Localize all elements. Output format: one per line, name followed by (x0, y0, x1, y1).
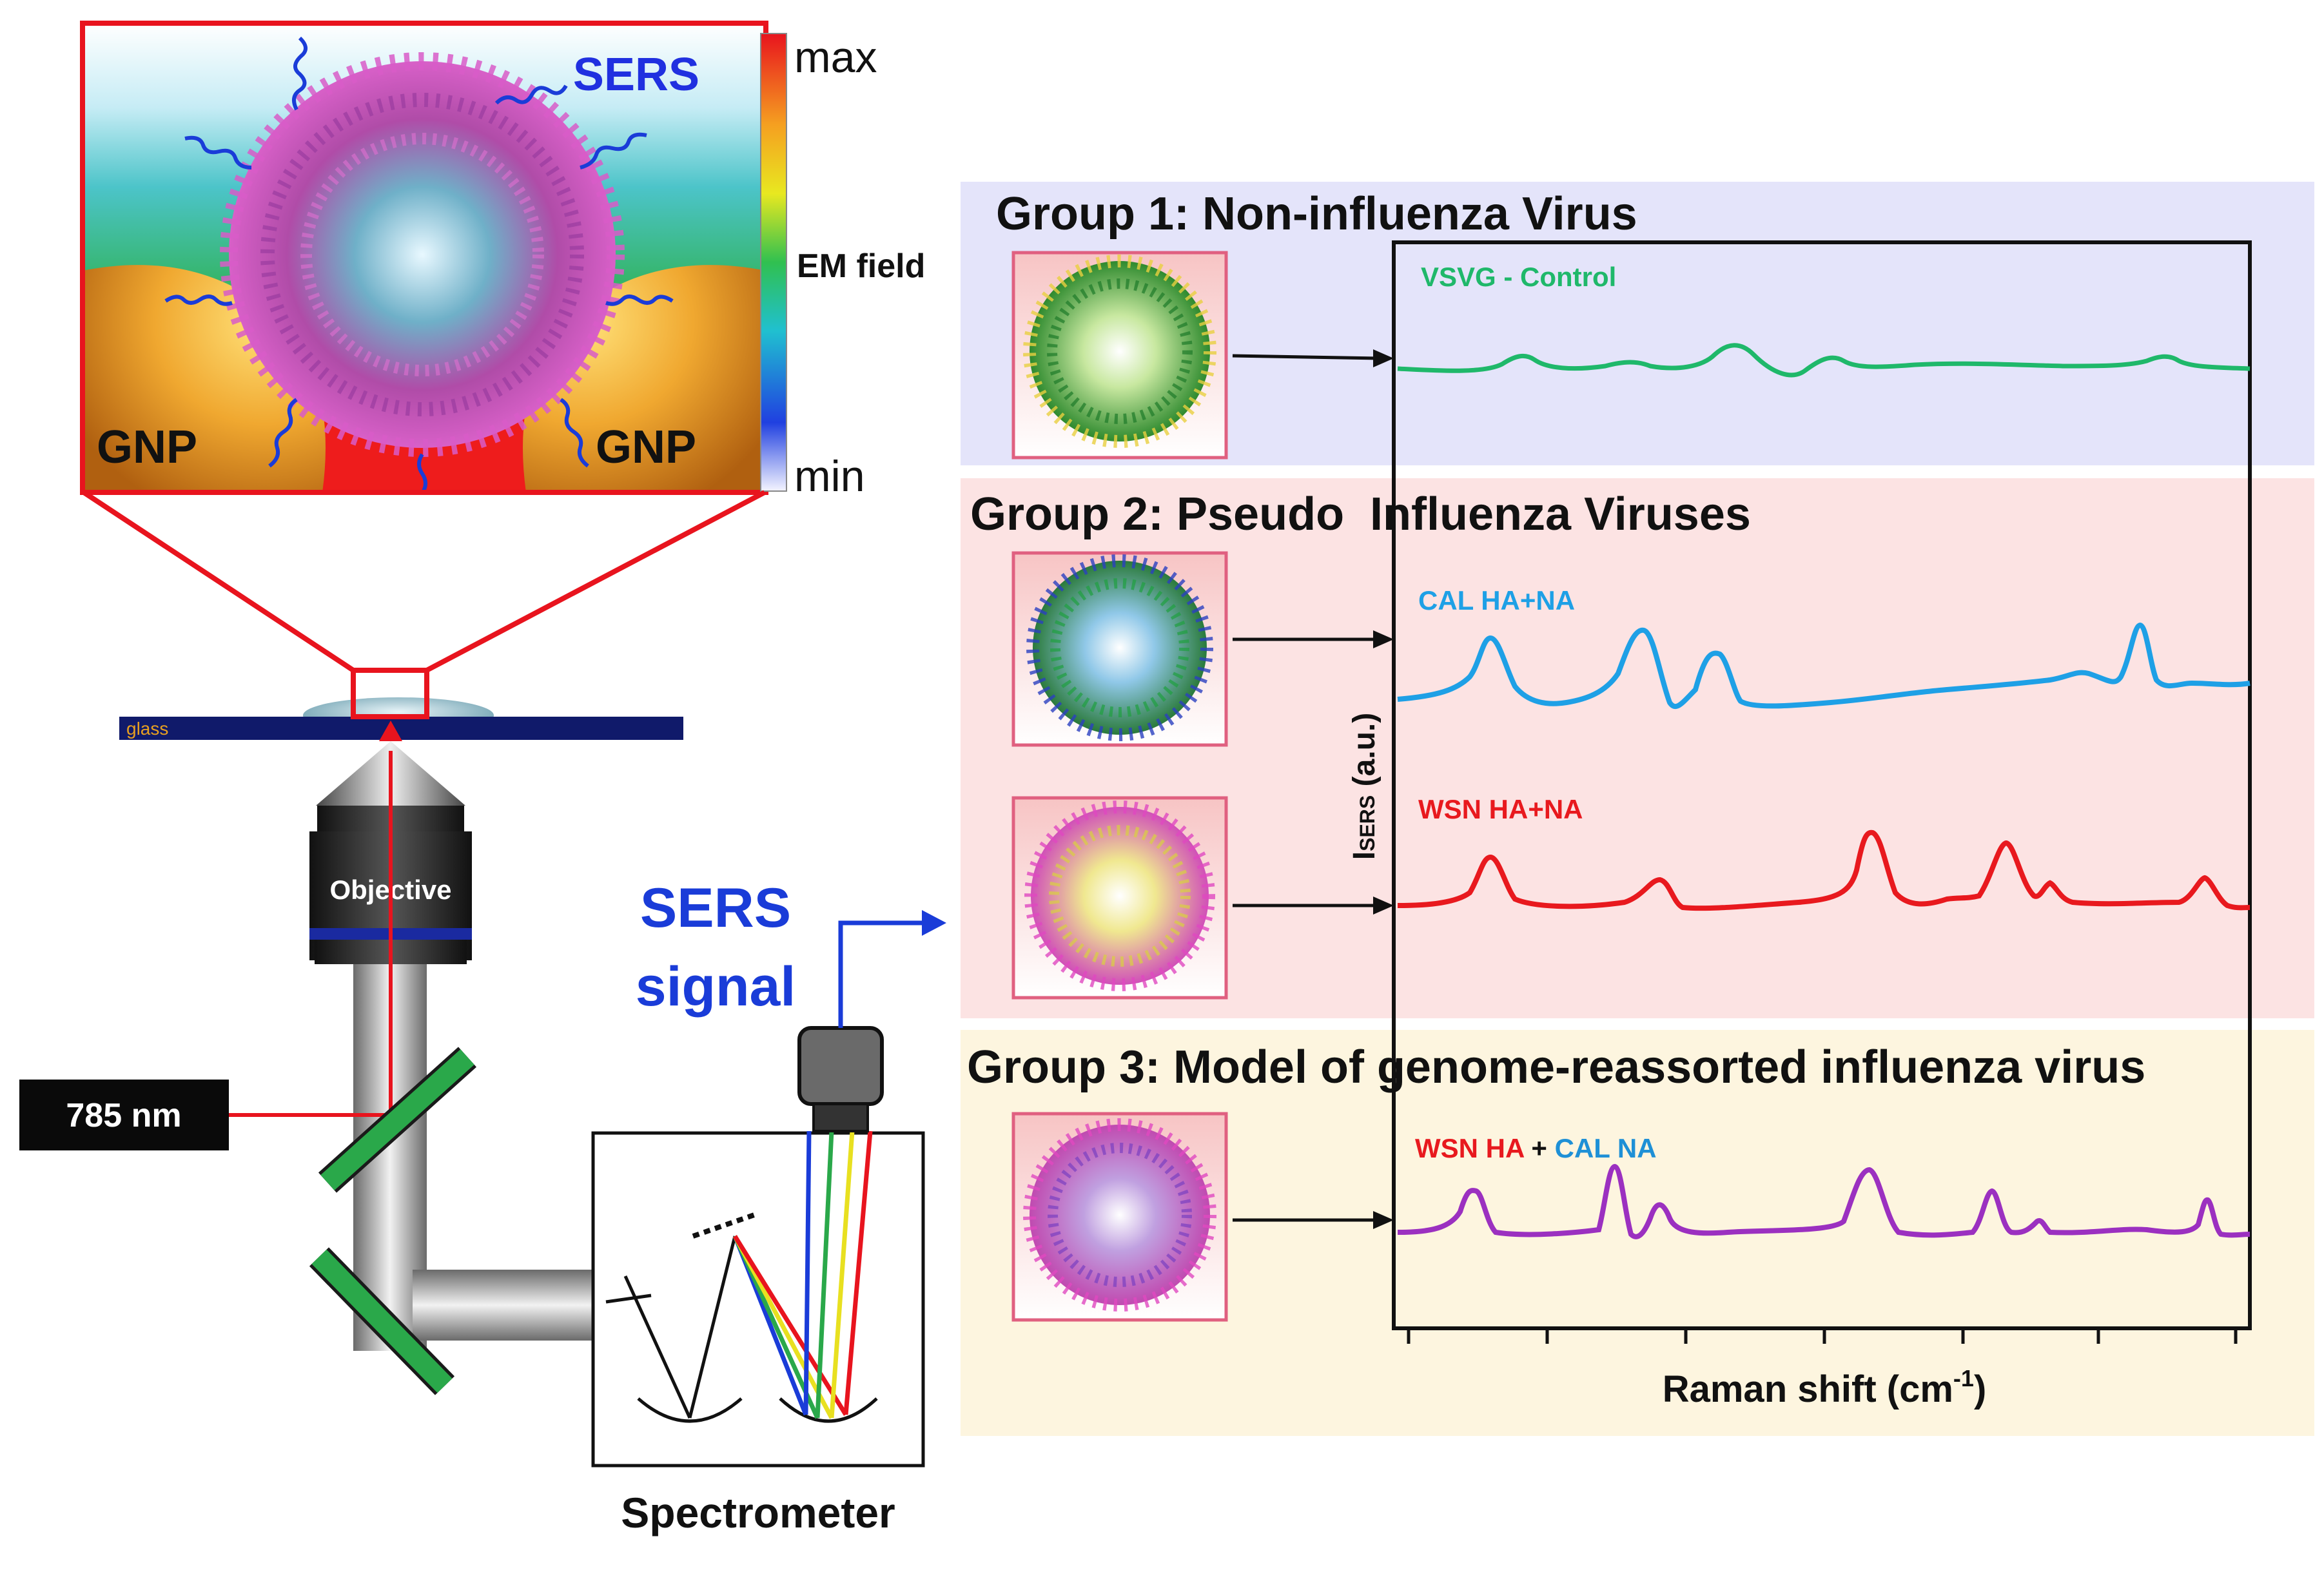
spectrum-label-cal: CAL HA+NA (1418, 585, 1575, 615)
gnp-right-label: GNP (596, 422, 696, 473)
scattered-photons (164, 36, 674, 494)
card-arrows (1232, 354, 1380, 1222)
spectrometer-label: Spectrometer (621, 1489, 895, 1536)
spectrum-label-vsvg: VSVG - Control (1421, 262, 1616, 292)
spectrum-label-wsn: WSN HA+NA (1418, 794, 1583, 824)
sers-signal-line1: SERS (640, 877, 791, 939)
zoom-line-left (82, 490, 355, 673)
dispersed-rays (732, 1130, 873, 1419)
spectrum-vsvg (1397, 343, 2251, 378)
y-axis-label: ISERS (a.u.) (1347, 713, 1382, 860)
virus-card-cal (1011, 551, 1228, 747)
gnp-left-label: GNP (97, 422, 197, 473)
laser-label: 785 nm (66, 1097, 181, 1134)
laser-arrowhead (379, 721, 402, 741)
label-part-cal: CAL NA (1555, 1133, 1657, 1163)
spectrum-wsn (1397, 829, 2251, 911)
virus-card-vsvg (1011, 251, 1228, 460)
virus-card-reassorted (1011, 1112, 1228, 1322)
laser-source (19, 1080, 229, 1150)
spectra-frame (1392, 240, 2252, 1330)
x-axis-label: Raman shift (cm-1) (1663, 1365, 1987, 1410)
spectrum-label-reassorted: WSN HA + CAL NA (1415, 1133, 1657, 1163)
virus-particle (229, 61, 616, 448)
zoom-line-right (425, 490, 766, 673)
detector-camera (797, 1026, 884, 1106)
x-ticks (1407, 1328, 2238, 1344)
colorbar-max-label: max (794, 33, 877, 82)
colorbar-min-label: min (794, 452, 865, 501)
sers-inset-label: SERS (573, 49, 699, 101)
label-plus: + (1524, 1133, 1555, 1163)
group1-title: Group 1: Non-influenza Virus (996, 188, 1637, 240)
optical-tube-horizontal (413, 1270, 593, 1341)
label-part-wsn: WSN HA (1415, 1133, 1525, 1163)
group2-title: Group 2: Pseudo Influenza Viruses (970, 489, 1751, 540)
sers-signal-line2: signal (636, 956, 796, 1018)
colorbar-mid-label: EM field (797, 247, 925, 285)
em-colorbar (760, 33, 787, 492)
virus-card-wsn (1011, 796, 1228, 1000)
signal-arrow (838, 920, 928, 1028)
sers-inset (80, 21, 768, 495)
spectrum-cal (1397, 622, 2251, 709)
glass-slide (119, 717, 683, 740)
zoom-box (351, 668, 429, 719)
spectrometer-optics (605, 1212, 878, 1423)
fold-mirror (311, 1249, 453, 1393)
glass-label: glass (126, 719, 168, 739)
dichroic-mirror (320, 1049, 474, 1190)
spectrum-reassorted (1397, 1163, 2251, 1239)
group3-title: Group 3: Model of genome-reassorted infl… (967, 1042, 2145, 1093)
